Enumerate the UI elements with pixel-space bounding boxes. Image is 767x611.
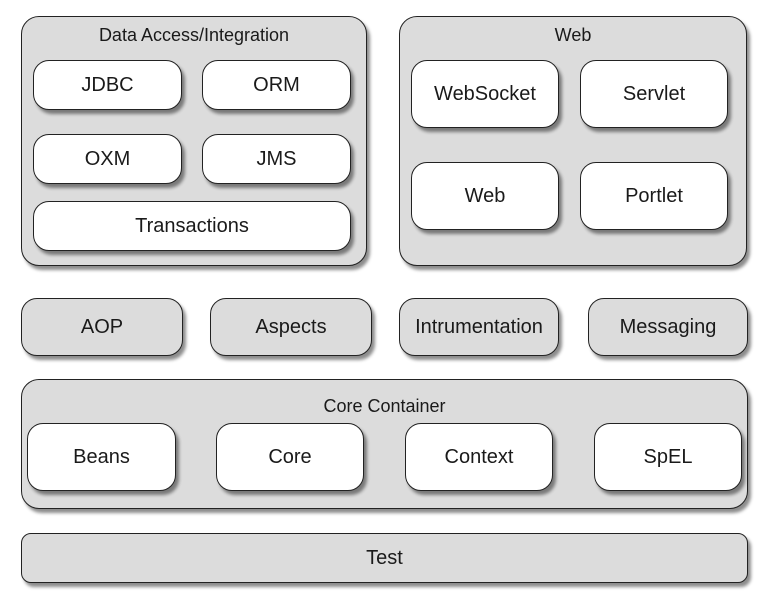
group-title: Web	[554, 25, 592, 45]
module-beans[interactable]: Beans	[27, 423, 176, 491]
module-jms[interactable]: JMS	[202, 134, 351, 184]
module-spel[interactable]: SpEL	[594, 423, 742, 491]
module-orm[interactable]: ORM	[202, 60, 351, 110]
module-context[interactable]: Context	[405, 423, 553, 491]
module-web[interactable]: Web	[411, 162, 559, 230]
module-jdbc[interactable]: JDBC	[33, 60, 182, 110]
module-websocket[interactable]: WebSocket	[411, 60, 559, 128]
module-aspects[interactable]: Aspects	[210, 298, 372, 356]
module-transactions[interactable]: Transactions	[33, 201, 351, 251]
group-title: Core Container	[323, 396, 446, 416]
module-messaging[interactable]: Messaging	[588, 298, 748, 356]
module-test[interactable]: Test	[21, 533, 748, 583]
module-instrumentation[interactable]: Intrumentation	[399, 298, 559, 356]
module-servlet[interactable]: Servlet	[580, 60, 728, 128]
module-aop[interactable]: AOP	[21, 298, 183, 356]
module-portlet[interactable]: Portlet	[580, 162, 728, 230]
module-oxm[interactable]: OXM	[33, 134, 182, 184]
group-title: Data Access/Integration	[98, 25, 290, 45]
module-core[interactable]: Core	[216, 423, 364, 491]
